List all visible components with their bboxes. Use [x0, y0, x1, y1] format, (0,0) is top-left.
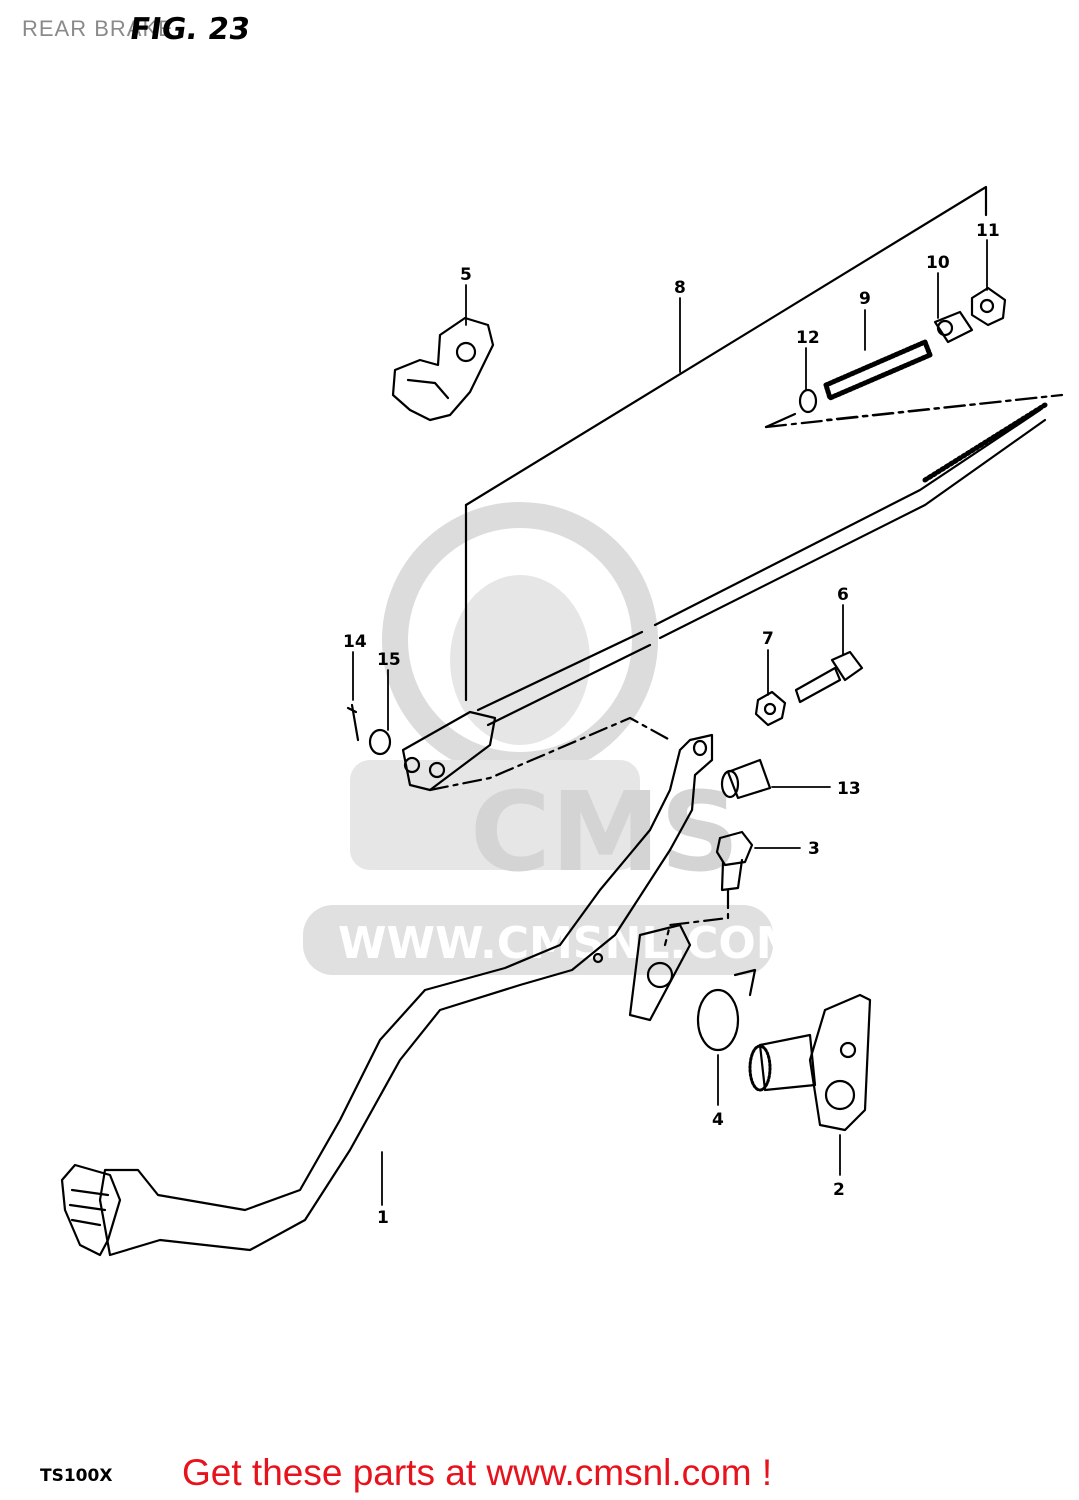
callout-2: 2: [833, 1180, 845, 1200]
part-7-nut: [754, 690, 787, 727]
callout-labels: 1 2 3 4 5 6 7 8 9 10 11 12 13 14 15: [343, 221, 1000, 1228]
callout-3: 3: [808, 839, 820, 859]
callout-1: 1: [377, 1208, 389, 1228]
callout-10: 10: [926, 253, 950, 273]
model-code: TS100X: [40, 1466, 113, 1486]
callout-12: 12: [796, 328, 820, 348]
callout-6: 6: [837, 585, 849, 605]
leader-lines: [352, 239, 988, 1206]
part-12-washer: [798, 388, 818, 414]
part-8-brake-rod: [401, 402, 1048, 792]
part-4-spring: [696, 968, 757, 1052]
callout-5: 5: [460, 265, 472, 285]
callout-9: 9: [859, 289, 871, 309]
callout-14: 14: [343, 632, 367, 652]
callout-4: 4: [712, 1110, 724, 1130]
callout-8: 8: [674, 278, 686, 298]
page-title: REAR BRAKE: [22, 16, 174, 41]
part-9-spring: [823, 339, 933, 401]
callout-15: 15: [377, 650, 401, 670]
part-10-joint: [933, 310, 974, 344]
callout-7: 7: [762, 629, 774, 649]
part-13-pin: [720, 758, 772, 800]
connector-lines: [428, 716, 730, 947]
part-1-brake-pedal: [60, 733, 714, 1257]
part-5-bracket: [391, 316, 495, 422]
part-14-cotter-pin: [346, 703, 360, 742]
assembly-frame-lines: [464, 185, 1064, 702]
watermark: CMS WWW.CMSNL.COM: [303, 502, 800, 975]
part-6-bolt: [794, 650, 864, 704]
watermark-brand: CMS: [470, 768, 739, 896]
part-15-washer: [368, 728, 392, 756]
part-2-shaft: [748, 993, 872, 1132]
part-3-bolt: [715, 830, 754, 892]
callout-11: 11: [976, 221, 1000, 241]
promo-link[interactable]: Get these parts at www.cmsnl.com !: [182, 1452, 773, 1493]
watermark-url: WWW.CMSNL.COM: [338, 918, 800, 969]
part-11-nut: [970, 286, 1007, 327]
callout-13: 13: [837, 779, 861, 799]
